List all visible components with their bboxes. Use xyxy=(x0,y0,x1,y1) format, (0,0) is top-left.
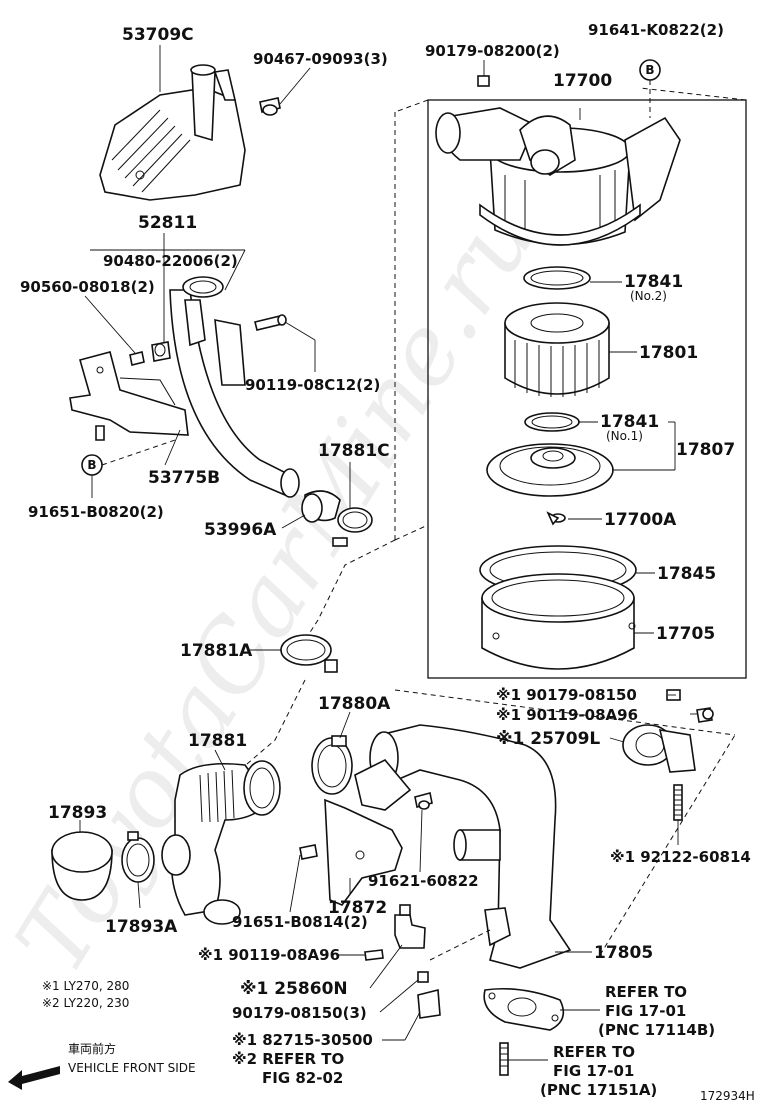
label-90119-08A96-l: ※1 90119-08A96 xyxy=(198,946,340,964)
clamp-17880A xyxy=(311,735,353,795)
label-53775B: 53775B xyxy=(148,468,220,488)
bolt-90467-09093 xyxy=(259,97,281,116)
air-cleaner-cap-17700 xyxy=(435,107,681,246)
label-17805: 17805 xyxy=(594,943,653,963)
label-17893: 17893 xyxy=(48,803,107,823)
bolt-91621-60822 xyxy=(414,792,433,810)
label-91621: 91621-60822 xyxy=(368,872,479,890)
hose-53996A xyxy=(301,490,341,523)
label-17841-no1: 17841 xyxy=(600,412,659,432)
wing-nut-17700A xyxy=(546,511,566,526)
gasket-17114B xyxy=(483,987,565,1031)
label-17881: 17881 xyxy=(188,731,247,751)
stud-17151A xyxy=(499,1042,509,1076)
label-90179-08200: 90179-08200(2) xyxy=(425,42,560,60)
clamp-17893A xyxy=(121,831,155,883)
shroud-53709C xyxy=(99,64,246,201)
label-17841-no1-sub: (No.1) xyxy=(606,429,643,443)
diagram-id: 172934H xyxy=(700,1089,755,1103)
vehicle-front-indicator: 車両前方 VEHICLE FRONT SIDE xyxy=(8,1041,196,1090)
label-refer-82: ※2 REFER TO xyxy=(232,1050,344,1068)
model-notes: ※1 LY270, 280 ※2 LY220, 230 xyxy=(42,979,129,1010)
ref1-line1: REFER TO xyxy=(605,983,687,1001)
clamp-17881A xyxy=(280,634,338,673)
ref2-line1: REFER TO xyxy=(553,1043,635,1061)
label-17893A: 17893A xyxy=(105,917,178,937)
note-1: ※1 LY270, 280 xyxy=(42,979,129,993)
label-52811: 52811 xyxy=(138,213,197,233)
leader-lines xyxy=(79,45,698,1061)
label-90480: 90480-22006(2) xyxy=(103,252,238,270)
clip-90179-08150 xyxy=(417,971,429,983)
label-82715: ※1 82715-30500 xyxy=(232,1031,373,1049)
sensor-25860N xyxy=(394,904,426,949)
label-17881C: 17881C xyxy=(318,441,390,461)
clip-90179-08200 xyxy=(477,75,490,87)
ref1-line3: (PNC 17114B) xyxy=(598,1021,715,1039)
ref2-line2: FIG 17-01 xyxy=(553,1062,634,1080)
clamp-17881C xyxy=(332,507,373,547)
stud-92122-60814 xyxy=(673,784,683,821)
assembly-frame-17700 xyxy=(427,99,747,679)
label-17845: 17845 xyxy=(657,564,716,584)
gasket-17841-no1 xyxy=(524,412,580,432)
label-17872: 17872 xyxy=(328,898,387,918)
label-17705: 17705 xyxy=(656,624,715,644)
label-92122: ※1 92122-60814 xyxy=(610,848,751,866)
label-17841-no2: 17841 xyxy=(624,272,683,292)
label-90119-08A96-r: ※1 90119-08A96 xyxy=(496,706,638,724)
label-91651-B0814: 91651-B0814(2) xyxy=(232,913,368,931)
nut-90560-08018 xyxy=(129,351,145,366)
gasket-17841-no2 xyxy=(523,266,591,290)
ref2-line3: (PNC 17151A) xyxy=(540,1081,657,1099)
labels: 53709C 90467-09093(3) 90179-08200(2) 916… xyxy=(20,21,751,1099)
label-90179-08150-l: 90179-08150(3) xyxy=(232,1004,367,1022)
arrow-left-icon xyxy=(8,1066,60,1090)
case-17705 xyxy=(481,573,636,670)
cap-17893 xyxy=(51,831,113,901)
label-90467: 90467-09093(3) xyxy=(253,50,388,68)
bolt-90119-08A96-lower xyxy=(364,949,384,961)
label-fig-82-02: FIG 82-02 xyxy=(262,1069,343,1087)
bracket-82715-30500 xyxy=(417,988,441,1019)
label-90560: 90560-08018(2) xyxy=(20,278,155,296)
label-90179-08150-r: ※1 90179-08150 xyxy=(496,686,637,704)
bracket-17872 xyxy=(324,798,403,906)
label-90119-08C12: 90119-08C12(2) xyxy=(245,376,380,394)
bolt-90119-08C12 xyxy=(254,314,287,331)
note-2: ※2 LY220, 230 xyxy=(42,996,129,1010)
direction-en: VEHICLE FRONT SIDE xyxy=(68,1061,196,1075)
label-17801: 17801 xyxy=(639,343,698,363)
label-17807: 17807 xyxy=(676,440,735,460)
label-25709L: ※1 25709L xyxy=(496,729,600,749)
cover-plate-17807 xyxy=(486,443,614,497)
bolt-91651-B0814 xyxy=(299,844,318,860)
label-53709C: 53709C xyxy=(122,25,194,45)
label-17700: 17700 xyxy=(553,71,612,91)
label-17881A: 17881A xyxy=(180,641,253,661)
bracket-53775B xyxy=(69,351,189,441)
label-17841-no2-sub: (No.2) xyxy=(630,289,667,303)
filter-element-17801 xyxy=(504,302,610,397)
air-hose-17881 xyxy=(161,760,281,925)
inlet-pipe-52811 xyxy=(169,276,300,498)
label-25860N: ※1 25860N xyxy=(240,979,348,999)
label-17880A: 17880A xyxy=(318,694,391,714)
label-17700A: 17700A xyxy=(604,510,677,530)
collar-90480-22006 xyxy=(151,341,171,362)
label-91641: 91641-K0822(2) xyxy=(588,21,724,39)
ref1-line2: FIG 17-01 xyxy=(605,1002,686,1020)
label-53996A: 53996A xyxy=(204,520,277,540)
ref-mark-b-top: B xyxy=(639,59,661,118)
intake-pipe-17805 xyxy=(354,724,572,969)
svg-text:B: B xyxy=(645,63,654,77)
svg-text:B: B xyxy=(87,458,96,472)
direction-jp: 車両前方 xyxy=(68,1041,116,1056)
label-91651-B0820: 91651-B0820(2) xyxy=(28,503,164,521)
vsv-25709L xyxy=(622,689,714,773)
